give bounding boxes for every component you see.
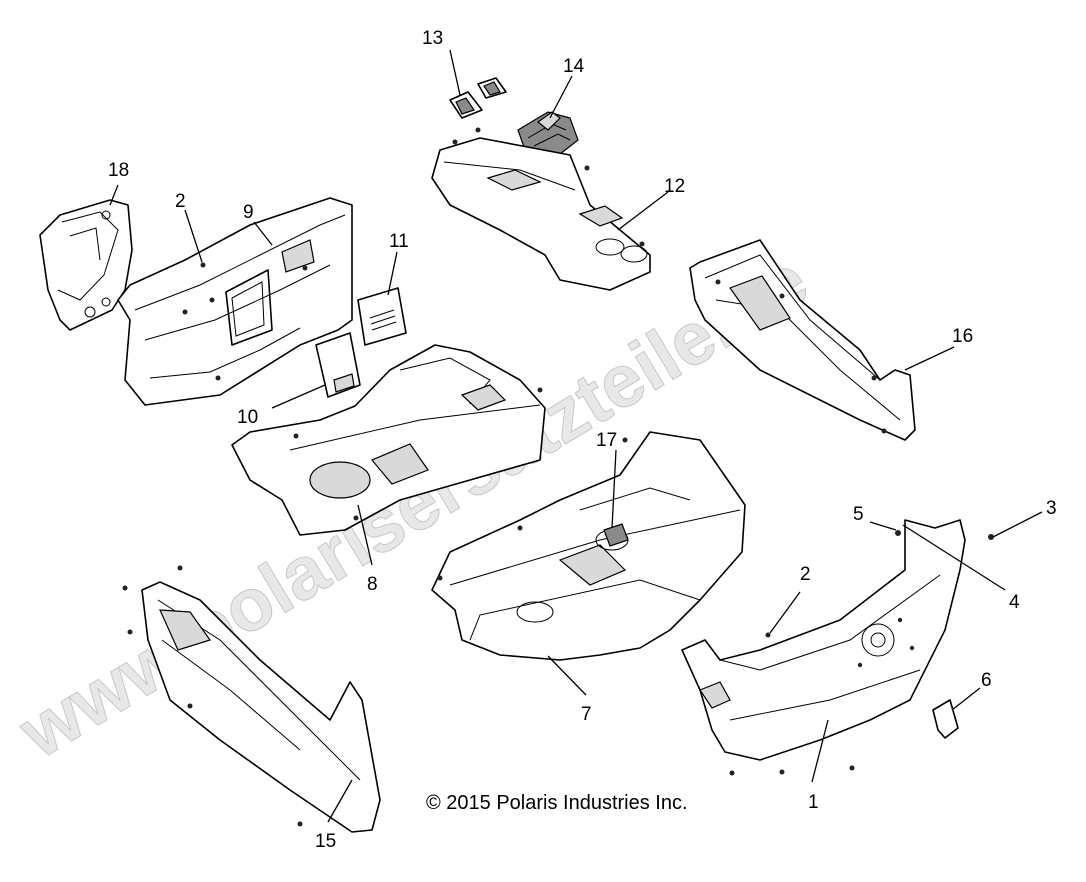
part-7-floor-tub (431, 431, 746, 661)
callout-3: 3 (1046, 498, 1057, 519)
callout-11: 11 (389, 231, 409, 252)
part-1-rear-floor (681, 519, 966, 776)
callout-18: 18 (108, 160, 129, 181)
callout-2: 2 (175, 191, 186, 212)
callout-5: 5 (853, 504, 864, 525)
callout-12: 12 (664, 176, 685, 197)
part-10-cover (315, 332, 361, 398)
callout-2b: 2 (800, 564, 811, 585)
part-12-console (431, 127, 651, 291)
part-18-panel (39, 199, 133, 331)
callout-13: 13 (422, 28, 443, 49)
callout-17: 17 (596, 430, 617, 451)
part-3-fastener (988, 534, 994, 540)
callout-10: 10 (237, 407, 258, 428)
callout-15: 15 (315, 831, 336, 852)
part-5-fastener (895, 530, 901, 536)
part-16-side-rocker (689, 239, 916, 441)
callouts: 18 2 9 13 14 12 11 10 16 17 8 7 15 1 2 3… (108, 28, 1057, 852)
copyright-text: © 2015 Polaris Industries Inc. (426, 792, 688, 814)
part-6-bracket (932, 699, 959, 739)
part-9-rear-panel (117, 197, 353, 406)
callout-1: 1 (808, 792, 819, 813)
callout-8: 8 (367, 574, 378, 595)
callout-6: 6 (981, 670, 992, 691)
callout-16: 16 (952, 326, 973, 347)
part-17-mount (603, 523, 629, 547)
part-8-front-floor (231, 344, 546, 536)
callout-9: 9 (243, 202, 254, 223)
callout-4: 4 (1009, 592, 1020, 613)
part-13-mounts (449, 77, 507, 119)
callout-7: 7 (581, 704, 592, 725)
callout-14: 14 (563, 56, 585, 77)
part-15-side-rocker (122, 565, 381, 833)
part-11-cover (357, 287, 407, 346)
leader-lines (109, 49, 1043, 823)
part-2-fastener (200, 262, 771, 638)
